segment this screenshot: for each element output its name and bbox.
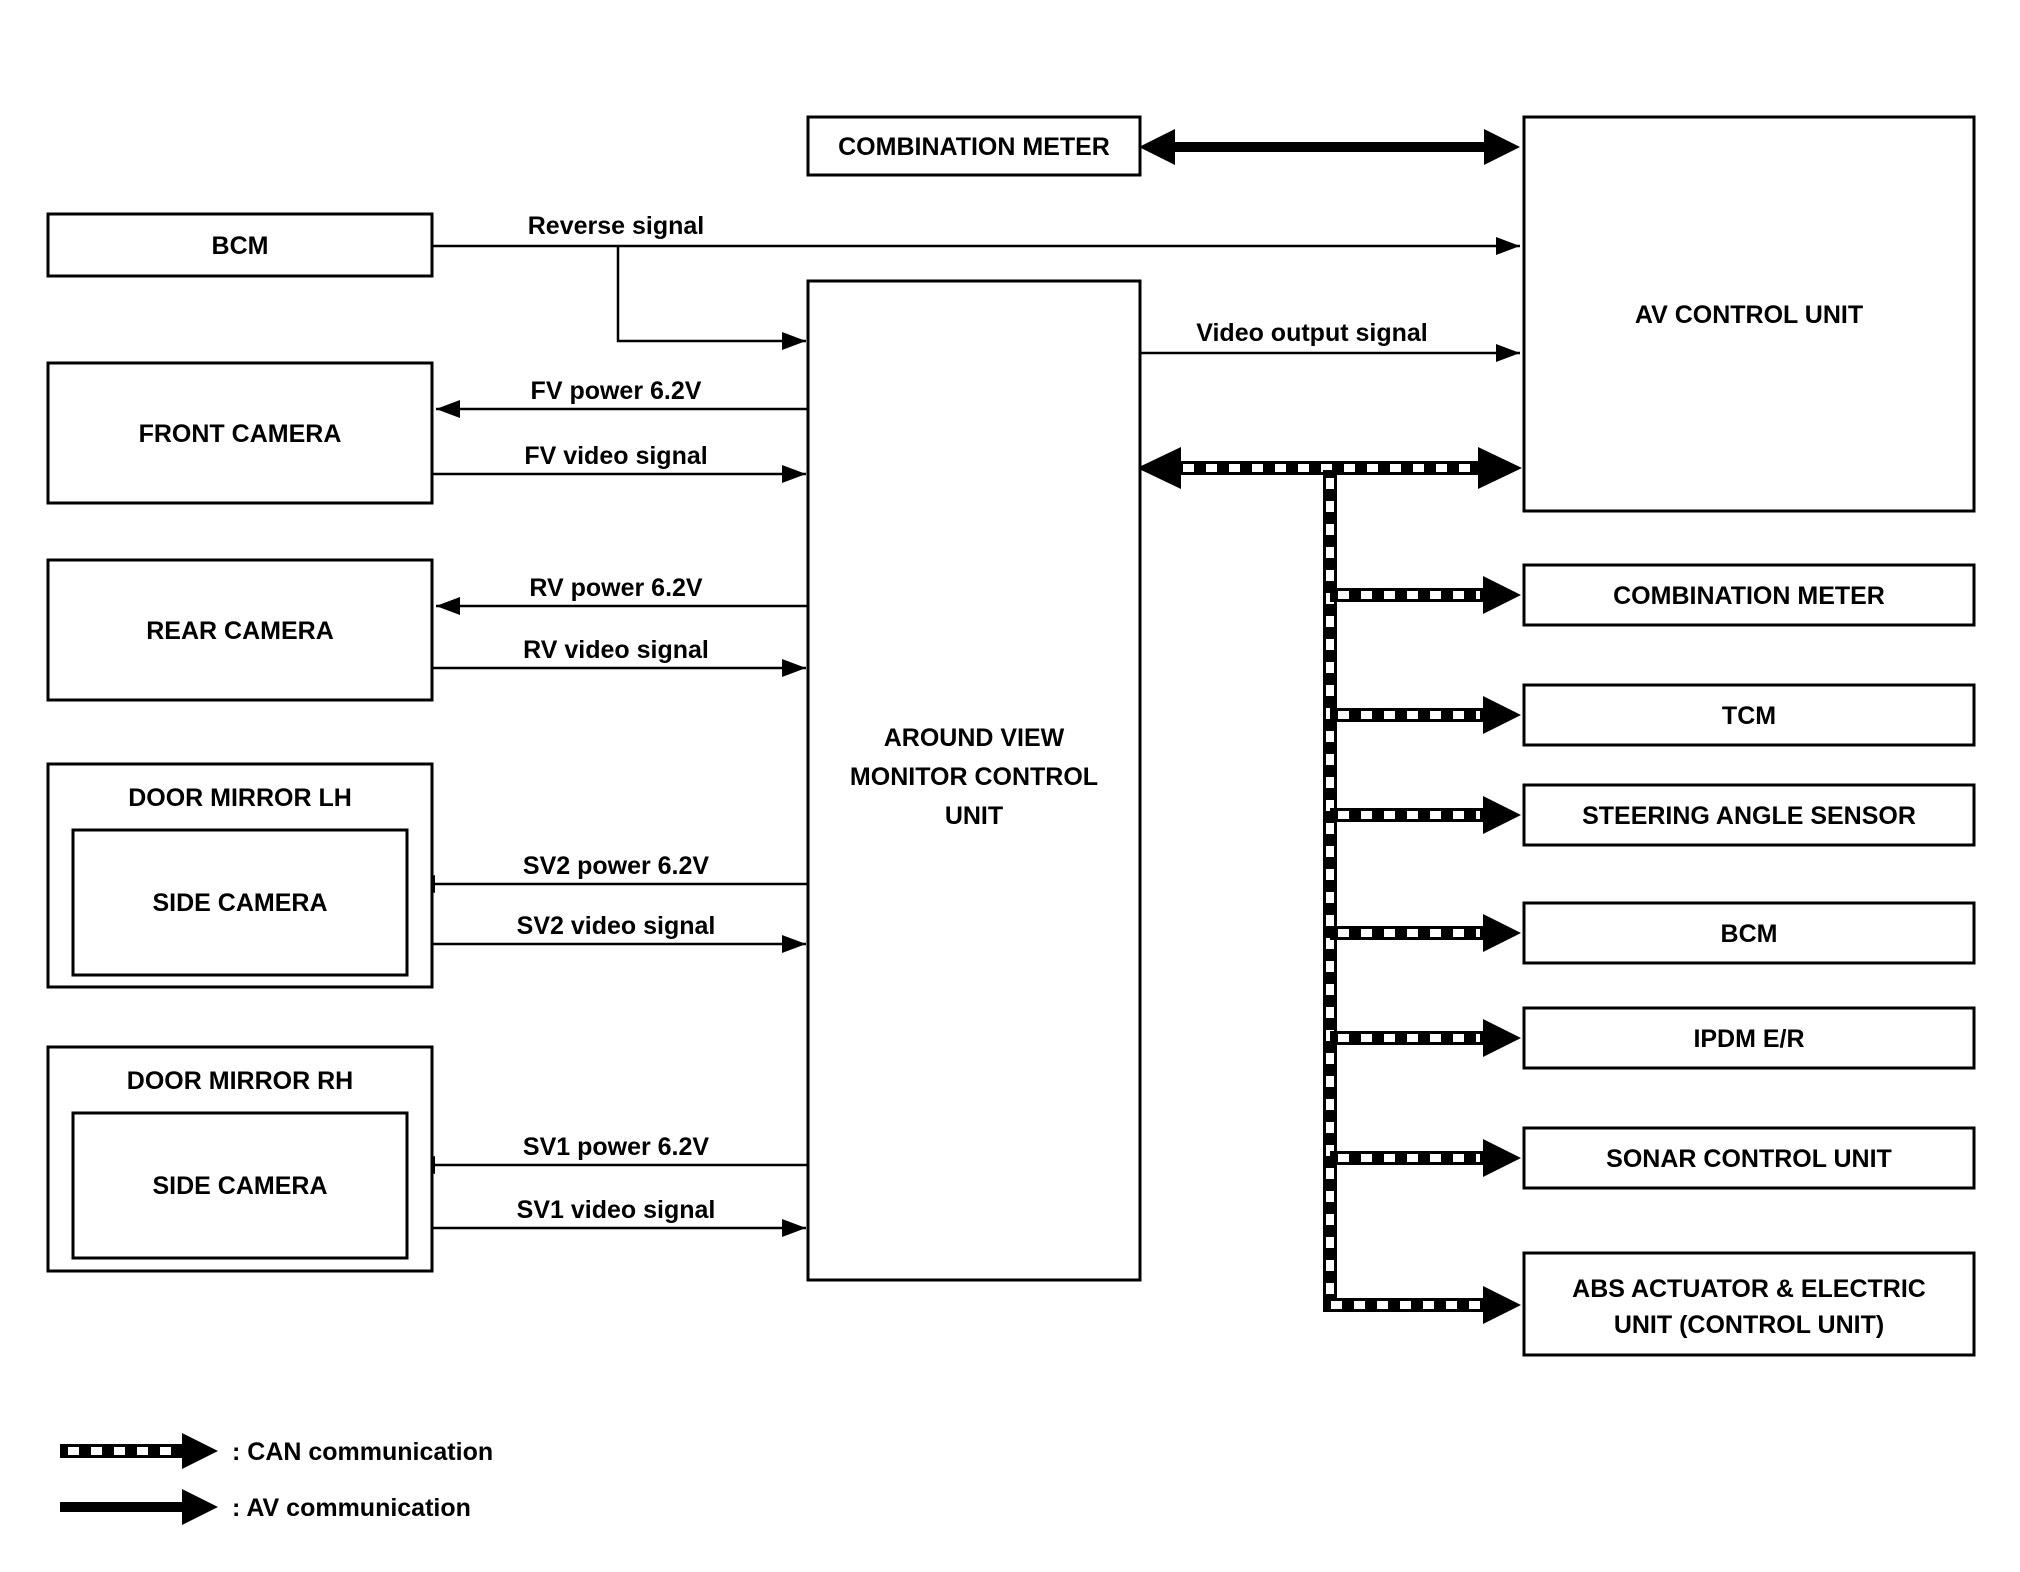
rv-video-label: RV video signal (523, 636, 709, 664)
sv1-video-label: SV1 video signal (517, 1196, 716, 1224)
node-door-mirror-rh-label: DOOR MIRROR RH (127, 1067, 353, 1095)
node-steering-angle-sensor (1522, 783, 1976, 847)
node-abs-actuator-label-line1: ABS ACTUATOR & ELECTRIC (1572, 1275, 1926, 1303)
legend: : CAN communication : AV communication (60, 1433, 493, 1525)
arrowhead-left-av-comm-top (1139, 129, 1175, 165)
node-av-control-unit-label: AV CONTROL UNIT (1635, 301, 1863, 329)
node-combination-meter-top (806, 115, 1142, 177)
arrowhead-right-av-comm-top (1484, 129, 1520, 165)
arrowhead-can-steering-angle-sensor (1483, 796, 1521, 834)
node-side-camera-rh (71, 1111, 409, 1260)
node-bcm-right (1522, 901, 1976, 965)
node-avm-label-line3: UNIT (945, 802, 1003, 830)
node-combination-meter-right (1522, 563, 1976, 627)
legend-av-label: : AV communication (232, 1494, 471, 1522)
sv2-video-label: SV2 video signal (517, 912, 716, 940)
node-around-view-monitor-control-unit (806, 279, 1142, 1282)
node-bcm-left (46, 212, 434, 278)
node-bcm-right-label: BCM (1721, 920, 1778, 948)
sv1-power-label: SV1 power 6.2V (523, 1133, 710, 1161)
arrowhead-can-tcm (1483, 696, 1521, 734)
node-side-camera-lh-label: SIDE CAMERA (152, 889, 327, 917)
reverse-signal-branch-line (616, 246, 806, 350)
arrowhead-left-can-main (1137, 447, 1181, 489)
can-bus-trunk-dash (1326, 478, 1480, 1309)
arrowhead-can-ipdm (1483, 1019, 1521, 1057)
node-rear-camera-label: REAR CAMERA (146, 617, 334, 645)
node-side-camera-rh-label: SIDE CAMERA (152, 1172, 327, 1200)
rv-power-label: RV power 6.2V (529, 574, 703, 602)
reverse-signal-label: Reverse signal (528, 212, 705, 240)
node-av-control-unit (1522, 115, 1976, 513)
arrowhead-right-can-main (1478, 447, 1522, 489)
node-front-camera (46, 361, 434, 505)
node-abs-actuator-label-line2: UNIT (CONTROL UNIT) (1614, 1311, 1884, 1339)
node-sonar-control-unit (1522, 1126, 1976, 1190)
node-bcm-left-label: BCM (212, 232, 269, 260)
arrowhead-can-abs (1483, 1286, 1521, 1324)
arrowhead-can-combination-meter (1483, 576, 1521, 614)
legend-can-arrowhead (182, 1433, 218, 1469)
node-sonar-control-unit-label: SONAR CONTROL UNIT (1606, 1145, 1892, 1173)
arrowhead-can-sonar (1483, 1139, 1521, 1177)
fv-video-label: FV video signal (524, 442, 707, 470)
node-front-camera-label: FRONT CAMERA (139, 420, 342, 448)
fv-power-label: FV power 6.2V (531, 377, 702, 405)
node-ipdm-er (1522, 1006, 1976, 1070)
legend-av-arrowhead (182, 1489, 218, 1525)
node-tcm (1522, 683, 1976, 747)
arrowhead-can-bcm (1483, 914, 1521, 952)
node-tcm-label: TCM (1722, 702, 1776, 730)
node-steering-angle-sensor-label: STEERING ANGLE SENSOR (1582, 802, 1916, 830)
node-combination-meter-top-label: COMBINATION METER (838, 133, 1110, 161)
node-side-camera-lh (71, 828, 409, 977)
node-door-mirror-lh-label: DOOR MIRROR LH (128, 784, 352, 812)
sv2-power-label: SV2 power 6.2V (523, 852, 710, 880)
node-abs-actuator (1522, 1251, 1976, 1357)
video-output-signal-label: Video output signal (1196, 319, 1427, 347)
node-rear-camera (46, 558, 434, 702)
node-combination-meter-right-label: COMBINATION METER (1613, 582, 1885, 610)
node-ipdm-er-label: IPDM E/R (1693, 1025, 1804, 1053)
legend-can-label: : CAN communication (232, 1438, 493, 1466)
node-avm-label-line2: MONITOR CONTROL (850, 763, 1098, 791)
node-avm-label-line1: AROUND VIEW (884, 724, 1065, 752)
